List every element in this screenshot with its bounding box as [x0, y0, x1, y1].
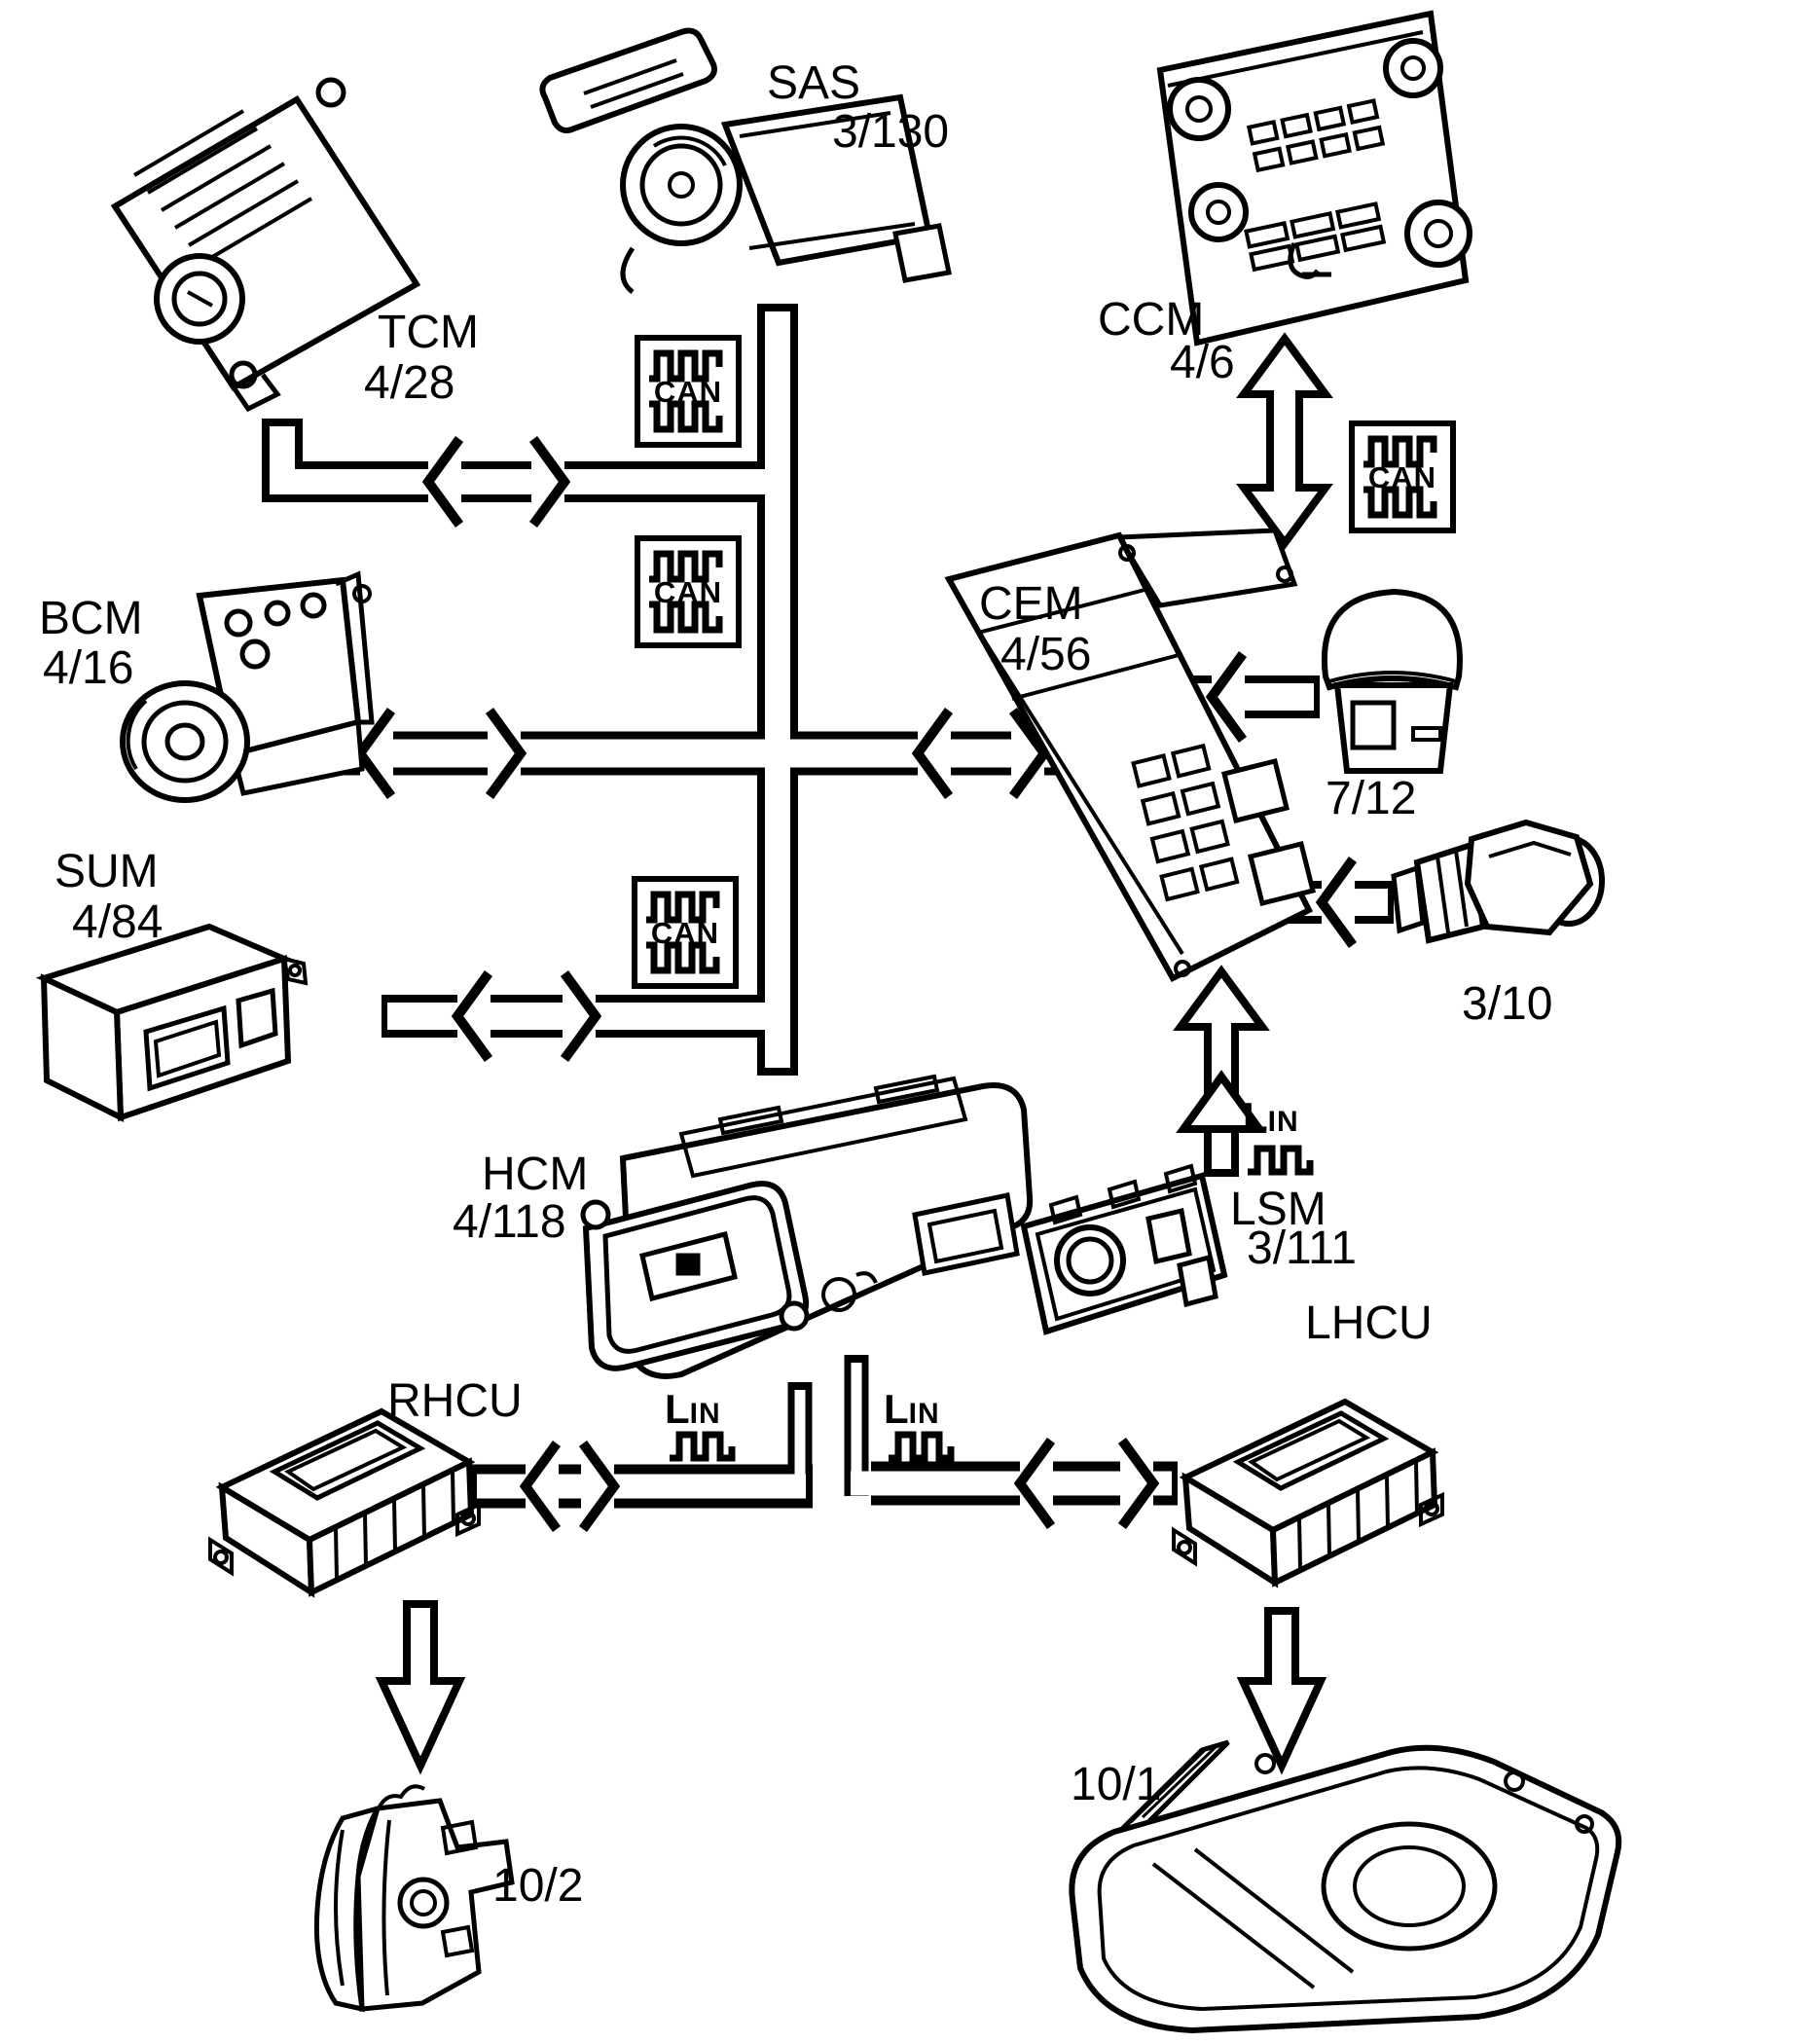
arrow-left-icon [451, 970, 493, 1062]
bcm-label: BCM [39, 593, 143, 644]
arrow-right-icon [485, 708, 527, 799]
vertical-link-arrows [375, 332, 1333, 1775]
lin-label-initial: L [884, 1386, 909, 1432]
sun-sensor-code: 7/12 [1326, 773, 1417, 824]
sun-sensor-illustration [1322, 588, 1463, 774]
lsm-illustration [1020, 1163, 1228, 1335]
lin-label: LIN [1243, 1094, 1299, 1141]
bcm-code: 4/16 [43, 642, 134, 694]
tcm-label: TCM [378, 307, 479, 358]
right-headlamp-code: 10/2 [492, 1860, 584, 1912]
arrow-left-icon [911, 708, 954, 799]
arrow-right-icon [1117, 1438, 1160, 1529]
cem-code: 4/56 [1000, 629, 1092, 680]
rhcu-illustration [208, 1407, 481, 1598]
lin-wave-rhcu [670, 1435, 732, 1458]
lin-label: LIN [884, 1386, 940, 1433]
ccm-illustration [1156, 10, 1472, 347]
hcm-code: 4/118 [453, 1196, 566, 1248]
ccm-label: CCM [1098, 294, 1205, 346]
can-label: CAN [650, 916, 720, 950]
rhcu-headlamp-arrow [375, 1600, 466, 1775]
lin-label-initial: L [1243, 1094, 1268, 1140]
lin-wave-cem-lsm [1248, 1149, 1310, 1172]
rhcu-label: RHCU [387, 1375, 523, 1427]
arrow-left-icon [1013, 1438, 1056, 1529]
sum-label: SUM [55, 846, 159, 897]
arrow-right-icon [578, 1441, 621, 1532]
pressure-sensor-illustration [1391, 819, 1605, 944]
hcm-label: HCM [482, 1149, 589, 1200]
sas-label: SAS [767, 57, 861, 109]
arrow-left-icon [519, 1441, 562, 1532]
lin-label-rest: IN [908, 1398, 940, 1430]
pressure-sensor-code: 3/10 [1462, 978, 1553, 1030]
lin-label-rest: IN [1267, 1106, 1299, 1138]
right-headlamp-illustration [313, 1784, 515, 2013]
ccm-code: 4/6 [1170, 337, 1235, 388]
lin-label-rest: IN [689, 1398, 721, 1430]
bus-direction-arrows [353, 436, 1358, 1532]
arrow-left-icon [1315, 857, 1358, 948]
lsm-code: 3/111 [1247, 1223, 1357, 1274]
can-label: CAN [1367, 460, 1437, 494]
lin-label-initial: L [665, 1386, 690, 1432]
sas-code: 3/130 [832, 106, 950, 158]
ccm-cem-can-arrow [1236, 332, 1333, 550]
arrow-left-icon [421, 436, 464, 528]
bcm-illustration [120, 570, 375, 803]
can-label: CAN [653, 375, 723, 409]
lsm-cem-lin-arrowhead [1176, 1070, 1267, 1133]
arrow-right-icon [560, 970, 602, 1062]
sum-illustration [35, 923, 309, 1122]
sum-code: 4/84 [72, 896, 164, 948]
lin-wave-lhcu [889, 1435, 951, 1458]
arrow-left-icon [1205, 651, 1248, 743]
cem-label: CEM [979, 578, 1083, 630]
arrow-right-icon [528, 436, 571, 528]
lhcu-illustration [1174, 1402, 1442, 1583]
lsm-label: LSM [1230, 1184, 1326, 1235]
hcm-illustration [580, 1074, 1034, 1379]
left-headlamp-illustration [1069, 1739, 1622, 2034]
lhcu-headlamp-arrow [1236, 1607, 1327, 1775]
tcm-illustration [110, 77, 421, 413]
tcm-code: 4/28 [364, 357, 455, 409]
left-headlamp-code: 10/1 [1071, 1759, 1162, 1810]
can-label: CAN [653, 575, 723, 609]
cem-illustration [944, 528, 1317, 982]
lhcu-label: LHCU [1305, 1297, 1433, 1349]
sas-illustration [539, 27, 952, 294]
lin-label: LIN [665, 1386, 721, 1433]
